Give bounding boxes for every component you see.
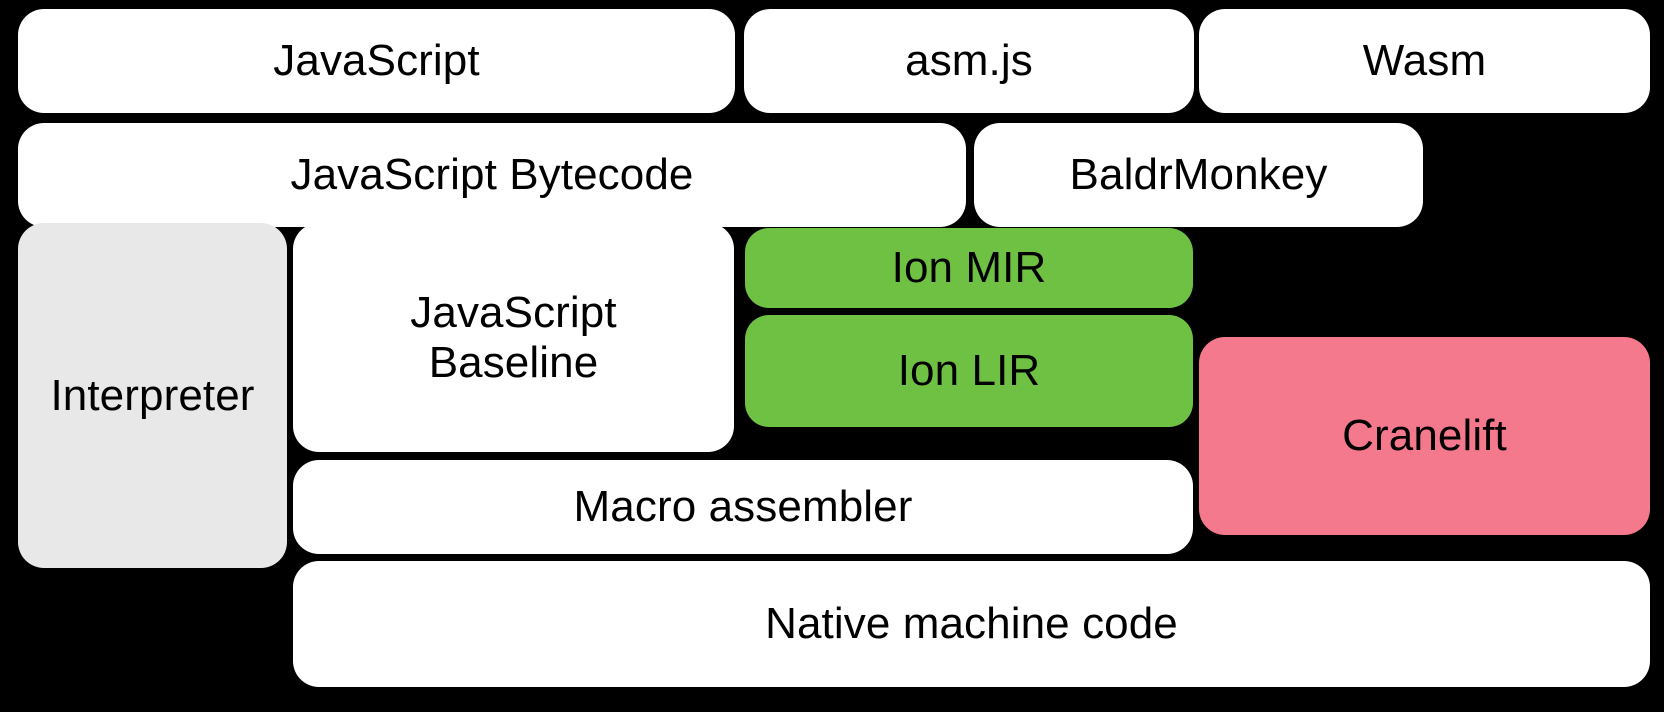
node-label: Wasm: [1362, 36, 1487, 86]
node-label: BaldrMonkey: [1069, 150, 1328, 200]
node-label: JavaScript Baseline: [410, 288, 617, 387]
node-label: Cranelift: [1342, 411, 1507, 461]
node-label: asm.js: [905, 36, 1033, 86]
node-interpreter[interactable]: Interpreter: [18, 223, 287, 568]
node-label: Ion LIR: [897, 346, 1041, 396]
node-javascript[interactable]: JavaScript: [18, 9, 735, 113]
node-native-machine-code[interactable]: Native machine code: [293, 561, 1650, 687]
node-javascript-baseline[interactable]: JavaScript Baseline: [293, 223, 734, 452]
node-cranelift[interactable]: Cranelift: [1199, 337, 1650, 535]
node-label: Native machine code: [765, 599, 1178, 649]
node-label: Ion MIR: [891, 243, 1047, 293]
node-ion-lir[interactable]: Ion LIR: [745, 315, 1193, 427]
node-label: JavaScript: [273, 36, 480, 86]
node-ion-mir[interactable]: Ion MIR: [745, 228, 1193, 308]
node-wasm[interactable]: Wasm: [1199, 9, 1650, 113]
node-javascript-bytecode[interactable]: JavaScript Bytecode: [18, 123, 966, 227]
node-asm-js[interactable]: asm.js: [744, 9, 1194, 113]
node-label: Macro assembler: [573, 482, 913, 532]
node-label: Interpreter: [50, 370, 255, 420]
node-macro-assembler[interactable]: Macro assembler: [293, 460, 1193, 554]
node-baldrmonkey[interactable]: BaldrMonkey: [974, 123, 1423, 227]
node-label: JavaScript Bytecode: [290, 150, 694, 200]
